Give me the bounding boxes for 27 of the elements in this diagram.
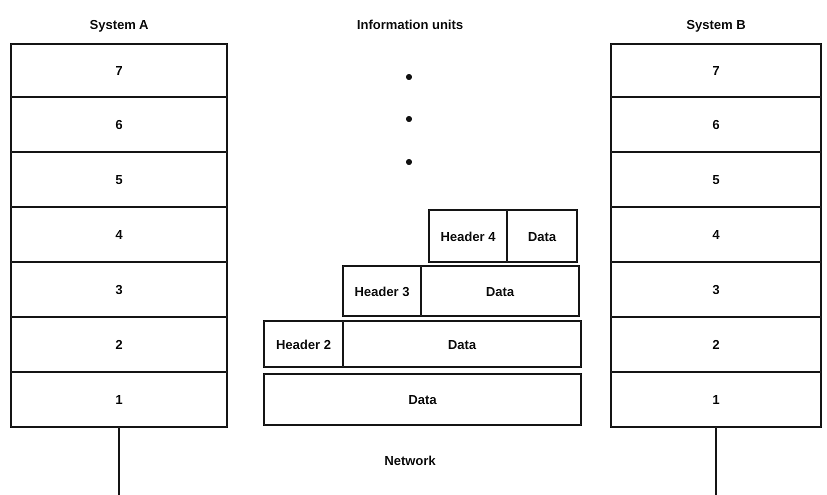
unit-field: Data — [420, 265, 580, 317]
layer-box: 3 — [610, 261, 822, 318]
layer-box: 5 — [610, 151, 822, 208]
layer-box: 7 — [10, 43, 228, 98]
layer-box: 1 — [10, 371, 228, 428]
connector-line — [118, 428, 120, 495]
unit-field: Data — [263, 373, 582, 426]
layer-box: 4 — [10, 206, 228, 263]
unit-field: Header 3 — [342, 265, 422, 317]
column-heading: System A — [88, 16, 150, 34]
unit-field: Data — [342, 320, 582, 368]
unit-field: Data — [506, 209, 578, 263]
column-heading: Information units — [356, 16, 464, 34]
layer-box: 6 — [610, 96, 822, 153]
layer-box: 2 — [610, 316, 822, 373]
unit-field: Header 4 — [428, 209, 508, 263]
layer-box: 7 — [610, 43, 822, 98]
layer-box: 2 — [10, 316, 228, 373]
connector-line — [715, 428, 717, 495]
layer-box: 3 — [10, 261, 228, 318]
layer-box: 5 — [10, 151, 228, 208]
unit-field: Header 2 — [263, 320, 344, 368]
layer-box: 4 — [610, 206, 822, 263]
column-heading: System B — [685, 16, 747, 34]
network-label: Network — [383, 452, 437, 470]
layer-box: 6 — [10, 96, 228, 153]
layer-box: 1 — [610, 371, 822, 428]
